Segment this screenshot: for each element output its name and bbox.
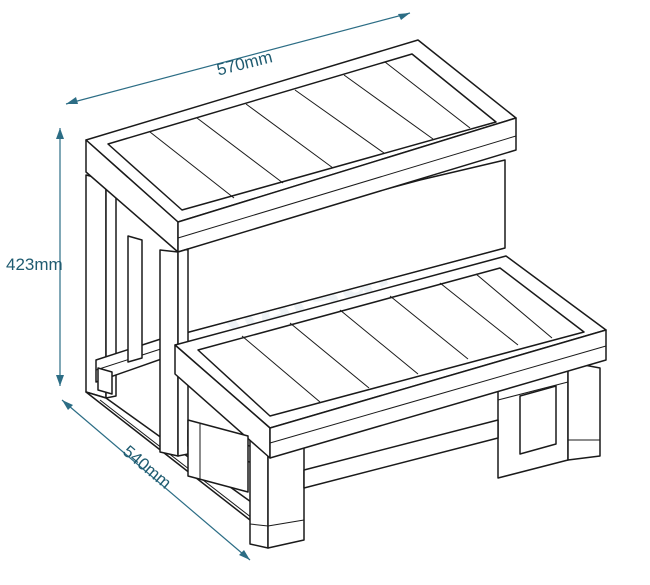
- width-label: 570mm: [215, 47, 275, 79]
- height-label: 423mm: [6, 255, 63, 274]
- upper-step: [85, 39, 517, 253]
- lower-inner-frame: [187, 419, 249, 493]
- height-dimension: 423mm: [6, 128, 64, 386]
- upper-front-leg: [97, 248, 189, 457]
- lower-step: [174, 255, 607, 459]
